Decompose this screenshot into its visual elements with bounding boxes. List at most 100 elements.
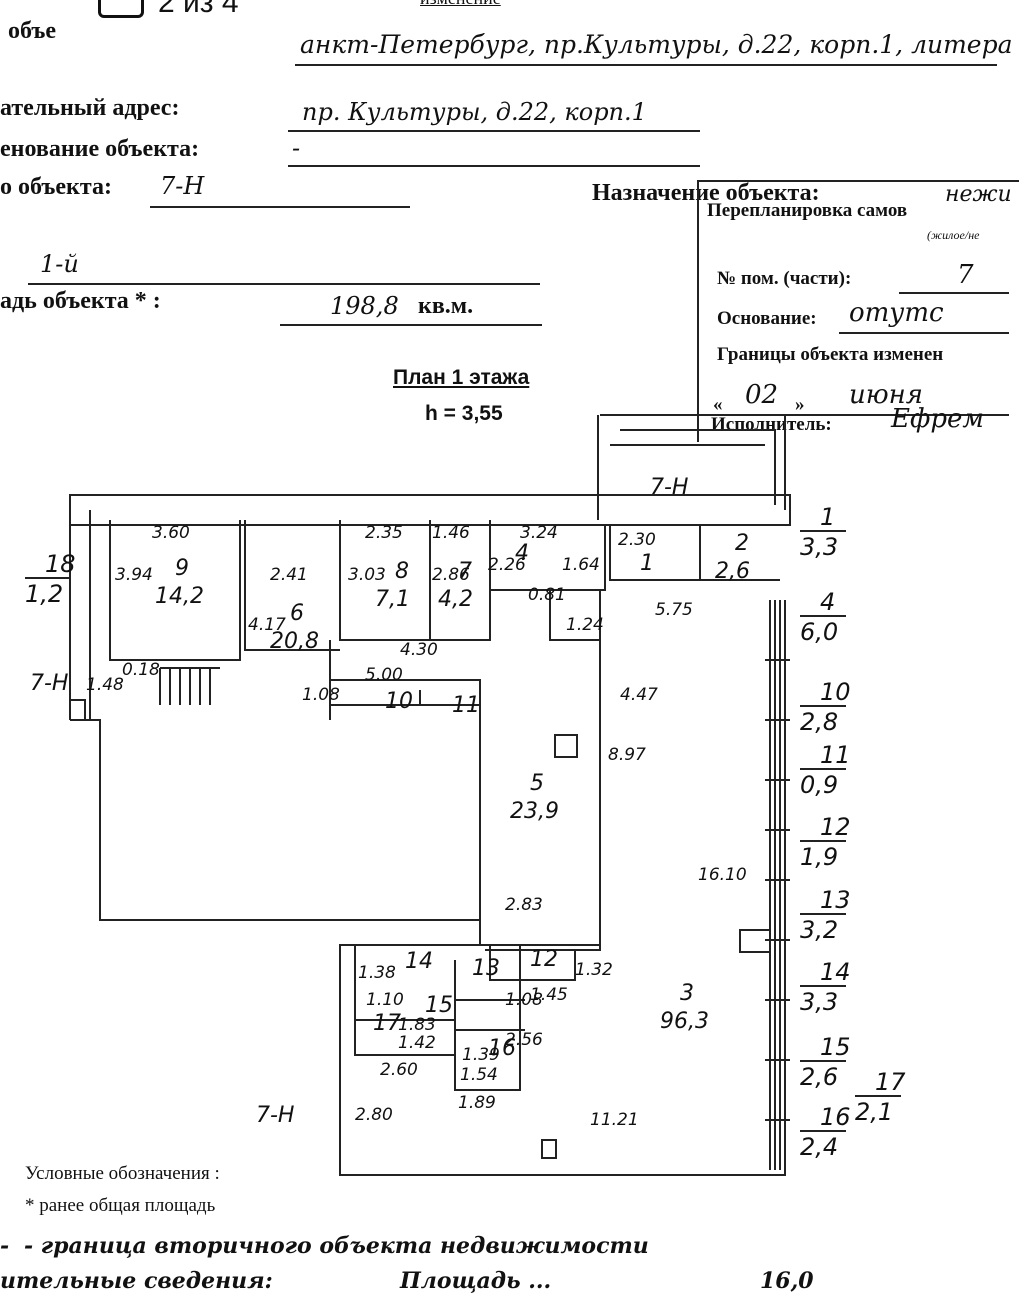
plan-door — [541, 1139, 557, 1159]
room-number: 16 — [488, 1036, 516, 1061]
plan-column — [554, 734, 578, 758]
plan-unit-label-left: 7-Н — [30, 671, 68, 696]
side-area-number: 1 — [820, 503, 835, 531]
room-number: 7 — [458, 559, 472, 584]
room-number: 4 — [515, 541, 529, 566]
dimension-label: 1.54 — [460, 1065, 498, 1085]
plan-title: План 1 этажа — [393, 366, 530, 389]
side-area-value: 3,3 — [800, 988, 838, 1016]
page-counter: 2 из 4 — [158, 0, 239, 19]
side-area-number: 16 — [820, 1103, 851, 1131]
room-number: 5 — [530, 771, 544, 796]
room-number: 9 — [175, 556, 189, 581]
page-indicator: 2 из 4 — [98, 0, 239, 20]
legend-bottom-left: ительные сведения: — [0, 1268, 273, 1294]
room-area: 20,8 — [270, 629, 319, 654]
address-label: ательный адрес: — [0, 95, 180, 121]
side-area-number: 4 — [820, 588, 835, 616]
legend-bottom-right: Площадь ... — [400, 1268, 552, 1294]
room-number: 3 — [680, 981, 694, 1006]
floor-value: 1-й — [40, 250, 79, 278]
dimension-label: 2.80 — [355, 1105, 393, 1125]
room-area: 14,2 — [155, 584, 204, 609]
dimension-label: 1.46 — [432, 523, 470, 543]
stamp-basis-underline — [839, 332, 1009, 334]
dimension-label: 1.89 — [458, 1093, 496, 1113]
dimension-label: 2.41 — [270, 565, 308, 585]
dimension-label: 1.08 — [505, 990, 543, 1010]
room-area: 4,2 — [438, 587, 473, 612]
side-area-value: 3,3 — [800, 533, 838, 561]
object-underline — [295, 64, 997, 66]
room-number: 10 — [385, 689, 413, 714]
dimension-label: 2.60 — [380, 1060, 418, 1080]
room-number: 6 — [290, 601, 304, 626]
dimension-label: 3.03 — [348, 565, 386, 585]
room-number: 11 — [452, 693, 480, 718]
side-area-value: 2,4 — [800, 1133, 838, 1161]
dimension-label: 8.97 — [608, 745, 646, 765]
dimension-label: 1.39 — [462, 1045, 500, 1065]
name-underline — [288, 165, 700, 167]
stamp-date-month: июня — [849, 380, 923, 410]
stamp-executor-value: Ефрем — [891, 404, 984, 434]
dimension-label: 3.94 — [115, 565, 153, 585]
stamp-date-day: 02 — [745, 380, 779, 410]
dimension-label: 4.17 — [248, 615, 286, 635]
stamp-room-value: 7 — [957, 260, 974, 290]
stamp-title: Перепланировка самов — [707, 200, 908, 221]
dimension-label: 0.81 — [528, 585, 566, 605]
dimension-label: 1.42 — [398, 1033, 436, 1053]
number-underline — [150, 206, 410, 208]
floor-underline — [28, 283, 540, 285]
plan-partitions — [109, 520, 780, 1091]
dimension-label: 1.10 — [366, 990, 404, 1010]
stamp-basis-value: отутс — [849, 298, 944, 328]
room-area: 23,9 — [510, 799, 559, 824]
dimension-label: 2.56 — [505, 1030, 543, 1050]
side-area-value: 2,8 — [800, 708, 838, 736]
legend-boundary-note: - граница вторичного объекта недвижимост… — [24, 1233, 649, 1259]
area-underline — [280, 324, 542, 326]
dimension-label: 1.08 — [302, 685, 340, 705]
side-area-value: 6,0 — [800, 618, 838, 646]
top-cut-label: изменение — [420, 0, 501, 9]
dimension-label: 1.45 — [530, 985, 568, 1005]
area-value: 198,8 — [330, 292, 399, 320]
stamp-borders-label: Границы объекта изменен — [717, 344, 944, 365]
legend-asterisk-note: * ранее общая площадь — [25, 1195, 216, 1216]
dimension-label: 1.38 — [358, 963, 396, 983]
side-area-value: 2,1 — [855, 1098, 893, 1126]
dimension-label: 1.32 — [575, 960, 613, 980]
address-value: пр. Культуры, д.22, корп.1 — [302, 98, 647, 126]
plan-stairs — [159, 667, 220, 705]
dimension-label: 1.24 — [566, 615, 604, 635]
side-area-number: 13 — [820, 886, 851, 914]
document-icon — [98, 0, 144, 18]
plan-courtyard-wall — [597, 414, 786, 520]
plan-niche — [739, 929, 771, 953]
dimension-label: 2.83 — [505, 895, 543, 915]
legend-boundary-mark: - — [0, 1233, 10, 1259]
side-area-number: 15 — [820, 1033, 851, 1061]
room-number: 8 — [395, 559, 409, 584]
dimension-label: 0.18 — [122, 660, 160, 680]
room-area: 7,1 — [375, 587, 410, 612]
side-area-value: 3,2 — [800, 916, 838, 944]
address-underline — [288, 130, 700, 132]
side-area-value: 2,6 — [800, 1063, 838, 1091]
dimension-label: 3.60 — [152, 523, 190, 543]
dimension-label: 2.86 — [432, 565, 470, 585]
stamp-room-underline — [899, 292, 1009, 294]
stamp-subtitle: (жилое/не — [927, 228, 980, 242]
side-area-number: 11 — [820, 741, 851, 769]
dimension-label: 2.26 — [488, 555, 526, 575]
dimension-label: 4.30 — [400, 640, 438, 660]
area-unit: кв.м. — [418, 293, 474, 319]
room-number: 13 — [472, 956, 500, 981]
name-value: - — [292, 134, 301, 162]
room-number: 17 — [373, 1011, 401, 1036]
room-area: 96,3 — [660, 1009, 709, 1034]
dimension-label: 1.64 — [562, 555, 600, 575]
